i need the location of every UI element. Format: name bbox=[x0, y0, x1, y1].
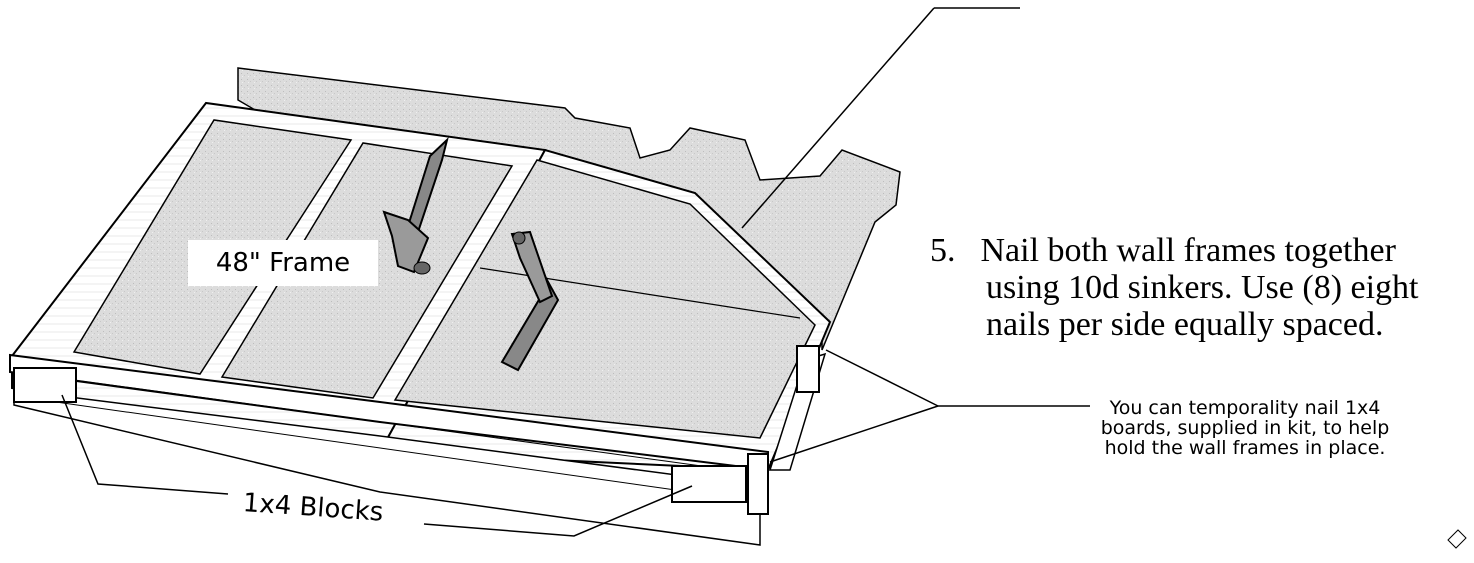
floor-rail bbox=[13, 389, 761, 546]
note-text: You can temporality nail 1x4 boards, sup… bbox=[1100, 398, 1390, 458]
block-front bbox=[671, 465, 747, 503]
right-panel bbox=[393, 159, 816, 439]
block-side bbox=[796, 345, 820, 393]
block-left bbox=[13, 367, 77, 403]
hammer-icon bbox=[500, 230, 560, 372]
step-line-1: Nail both wall frames together bbox=[980, 232, 1396, 269]
frame-size-label: 48" Frame bbox=[188, 240, 378, 286]
note-line-1: You can temporality nail 1x4 bbox=[1109, 397, 1381, 419]
step-number: 5. bbox=[930, 232, 956, 269]
note-line-3: hold the wall frames in place. bbox=[1104, 437, 1386, 459]
block-side-2 bbox=[747, 453, 769, 515]
note-line-2: boards, supplied in kit, to help bbox=[1100, 417, 1390, 439]
hammer-icon bbox=[382, 136, 449, 275]
step-line-3: nails per side equally spaced. bbox=[986, 306, 1384, 343]
step-line-2: using 10d sinkers. Use (8) eight bbox=[986, 269, 1419, 306]
step-instruction: 5. Nail both wall frames together using … bbox=[930, 232, 1419, 343]
